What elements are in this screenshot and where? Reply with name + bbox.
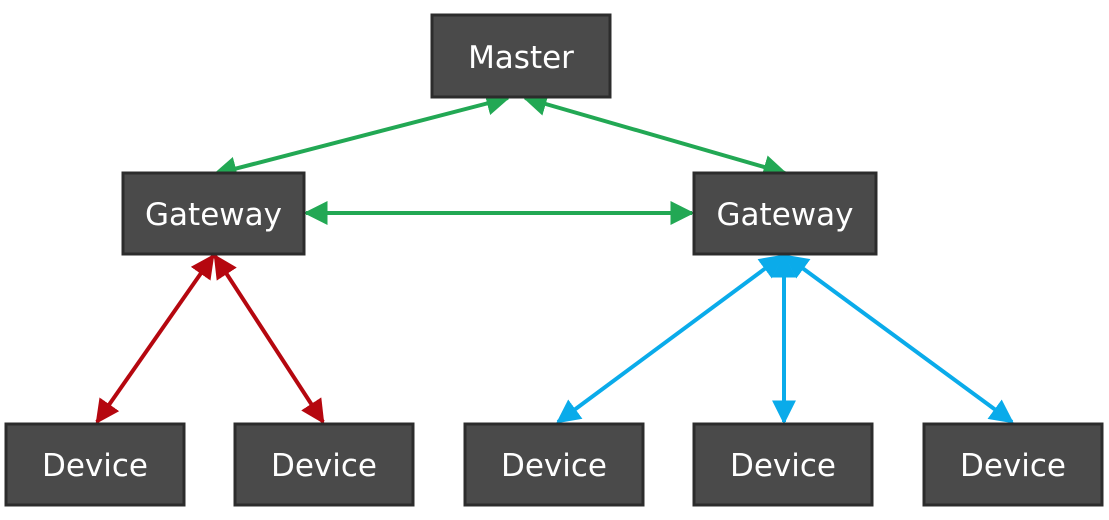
device-label: Device	[42, 448, 148, 484]
master-node[interactable]: Master	[430, 13, 612, 99]
device-label: Device	[960, 448, 1066, 484]
device-node-4[interactable]: Device	[692, 422, 874, 507]
device-node-5[interactable]: Device	[922, 422, 1104, 507]
edge-master-gateway-left	[212, 91, 511, 181]
edge-master-gateway-right	[522, 92, 788, 179]
device-node-3[interactable]: Device	[463, 422, 645, 507]
edges	[95, 91, 1014, 425]
device-label: Device	[501, 448, 607, 484]
gateway-right-label: Gateway	[717, 197, 854, 233]
edge-gateway-left-device-2	[213, 253, 325, 425]
device-node-1[interactable]: Device	[4, 422, 186, 507]
edge-gateway-right-device-5	[784, 254, 1014, 424]
edge-gateway-left-device-1	[95, 254, 215, 424]
gateway-left-label: Gateway	[145, 197, 282, 233]
device-label: Device	[730, 448, 836, 484]
gateway-left-node[interactable]: Gateway	[121, 171, 306, 256]
gateway-right-node[interactable]: Gateway	[692, 171, 878, 256]
master-label: Master	[468, 40, 574, 76]
device-label: Device	[271, 448, 377, 484]
device-node-2[interactable]: Device	[233, 422, 415, 507]
edge-gateway-right-device-3	[556, 254, 784, 424]
